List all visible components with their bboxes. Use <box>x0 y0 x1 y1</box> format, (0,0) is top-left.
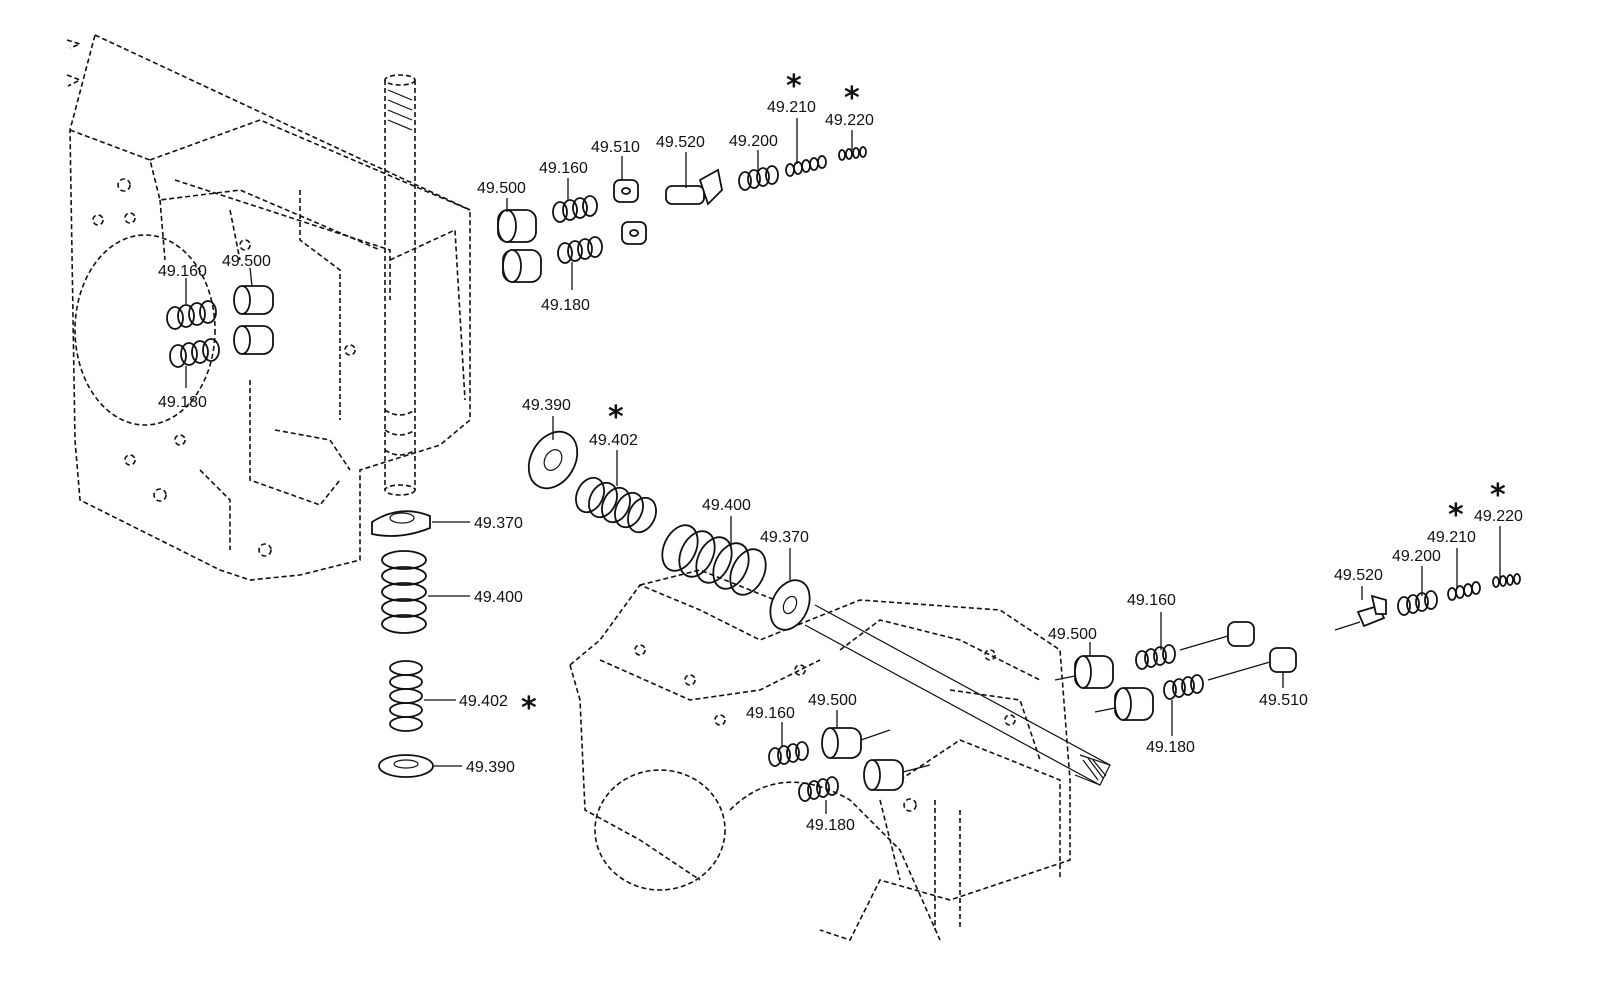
part-labels: 49.160 49.500 49.180 49.500 49.160 49.51… <box>158 69 1523 834</box>
spring-49210-upper <box>785 155 827 177</box>
marker-49220-right: * <box>1490 478 1506 513</box>
label-49160-upper: 49.160 <box>539 160 588 177</box>
spring-49180-upper <box>557 236 603 264</box>
cap-49510-upper-bottom <box>621 221 647 245</box>
label-49200-right: 49.200 <box>1392 548 1441 565</box>
upper-left-housing <box>66 34 471 581</box>
label-49500-upper-left: 49.500 <box>222 253 271 270</box>
spring-49200-upper <box>738 165 779 191</box>
label-49402-vertical: 49.402 <box>459 693 508 710</box>
plunger-49520-right <box>1334 594 1387 631</box>
diagonal-shaft <box>804 604 1111 786</box>
washer-49370-vertical <box>371 510 431 537</box>
cap-49510-right-top <box>1227 621 1255 647</box>
label-49180-upper: 49.180 <box>541 297 590 314</box>
label-49220-right: 49.220 <box>1474 508 1523 525</box>
label-49180-lower: 49.180 <box>806 817 855 834</box>
marker-49210-upper: * <box>786 69 802 104</box>
label-49370-vertical: 49.370 <box>474 515 523 532</box>
label-49500-lower: 49.500 <box>808 692 857 709</box>
marker-49210-right: * <box>1448 498 1464 533</box>
label-49210-right: 49.210 <box>1427 529 1476 546</box>
marker-49402-vertical: * <box>521 691 537 726</box>
piston-49500-upper-left-top <box>233 285 274 315</box>
spring-49402-vertical <box>389 660 423 732</box>
spring-49160-right <box>1135 635 1229 670</box>
spring-49160-upper <box>552 195 598 223</box>
label-49520-upper: 49.520 <box>656 134 705 151</box>
spring-49200-right <box>1397 590 1438 616</box>
label-49160-upper-left: 49.160 <box>158 263 207 280</box>
piston-49500-right-top <box>1054 655 1114 689</box>
marker-49402-diagonal: * <box>608 400 624 435</box>
spring-49180-right <box>1163 661 1271 700</box>
piston-49500-upper-left-bottom <box>233 325 274 355</box>
spring-49400-vertical <box>381 550 427 634</box>
cap-49510-right-bottom <box>1269 647 1297 673</box>
label-49180-right: 49.180 <box>1146 739 1195 756</box>
piston-49500-lower-bottom <box>863 759 931 791</box>
spring-49180-lower <box>798 776 839 802</box>
piston-49500-upper-bottom <box>502 249 542 283</box>
spring-49160-upper-left <box>166 300 217 330</box>
spring-49400-diagonal <box>661 524 767 596</box>
leader-lines <box>185 118 1501 814</box>
label-49370-diagonal: 49.370 <box>760 529 809 546</box>
label-49510-upper: 49.510 <box>591 139 640 156</box>
spring-49220-upper <box>838 146 867 161</box>
label-49200-upper: 49.200 <box>729 133 778 150</box>
spring-49210-right <box>1447 581 1481 601</box>
marker-49220-upper: * <box>844 81 860 116</box>
label-49402-diagonal: 49.402 <box>589 432 638 449</box>
vertical-shaft <box>384 74 416 496</box>
washer-49390-vertical <box>378 754 434 778</box>
label-49390-diagonal: 49.390 <box>522 397 571 414</box>
label-49180-upper-left: 49.180 <box>158 394 207 411</box>
label-49210-upper: 49.210 <box>767 99 816 116</box>
lower-right-housing <box>569 569 1071 941</box>
washer-49370-diagonal <box>769 579 811 631</box>
washer-49390-diagonal <box>527 430 579 490</box>
piston-49500-lower-top <box>821 727 891 759</box>
label-49160-right: 49.160 <box>1127 592 1176 609</box>
spring-49402-diagonal <box>575 476 657 534</box>
label-49400-vertical: 49.400 <box>474 589 523 606</box>
label-49520-right: 49.520 <box>1334 567 1383 584</box>
spring-49160-lower <box>768 741 809 767</box>
piston-49500-upper-top <box>497 209 537 243</box>
cap-49510-upper-top <box>613 179 639 203</box>
label-49500-upper: 49.500 <box>477 180 526 197</box>
plunger-49520-upper <box>665 168 723 206</box>
piston-49500-right-bottom <box>1094 687 1154 721</box>
label-49500-right: 49.500 <box>1048 626 1097 643</box>
label-49510-right: 49.510 <box>1259 692 1308 709</box>
spring-49220-right <box>1492 573 1521 588</box>
label-49160-lower: 49.160 <box>746 705 795 722</box>
spring-49180-upper-left <box>169 338 220 368</box>
label-49220-upper: 49.220 <box>825 112 874 129</box>
label-49390-vertical: 49.390 <box>466 759 515 776</box>
label-49400-diagonal: 49.400 <box>702 497 751 514</box>
